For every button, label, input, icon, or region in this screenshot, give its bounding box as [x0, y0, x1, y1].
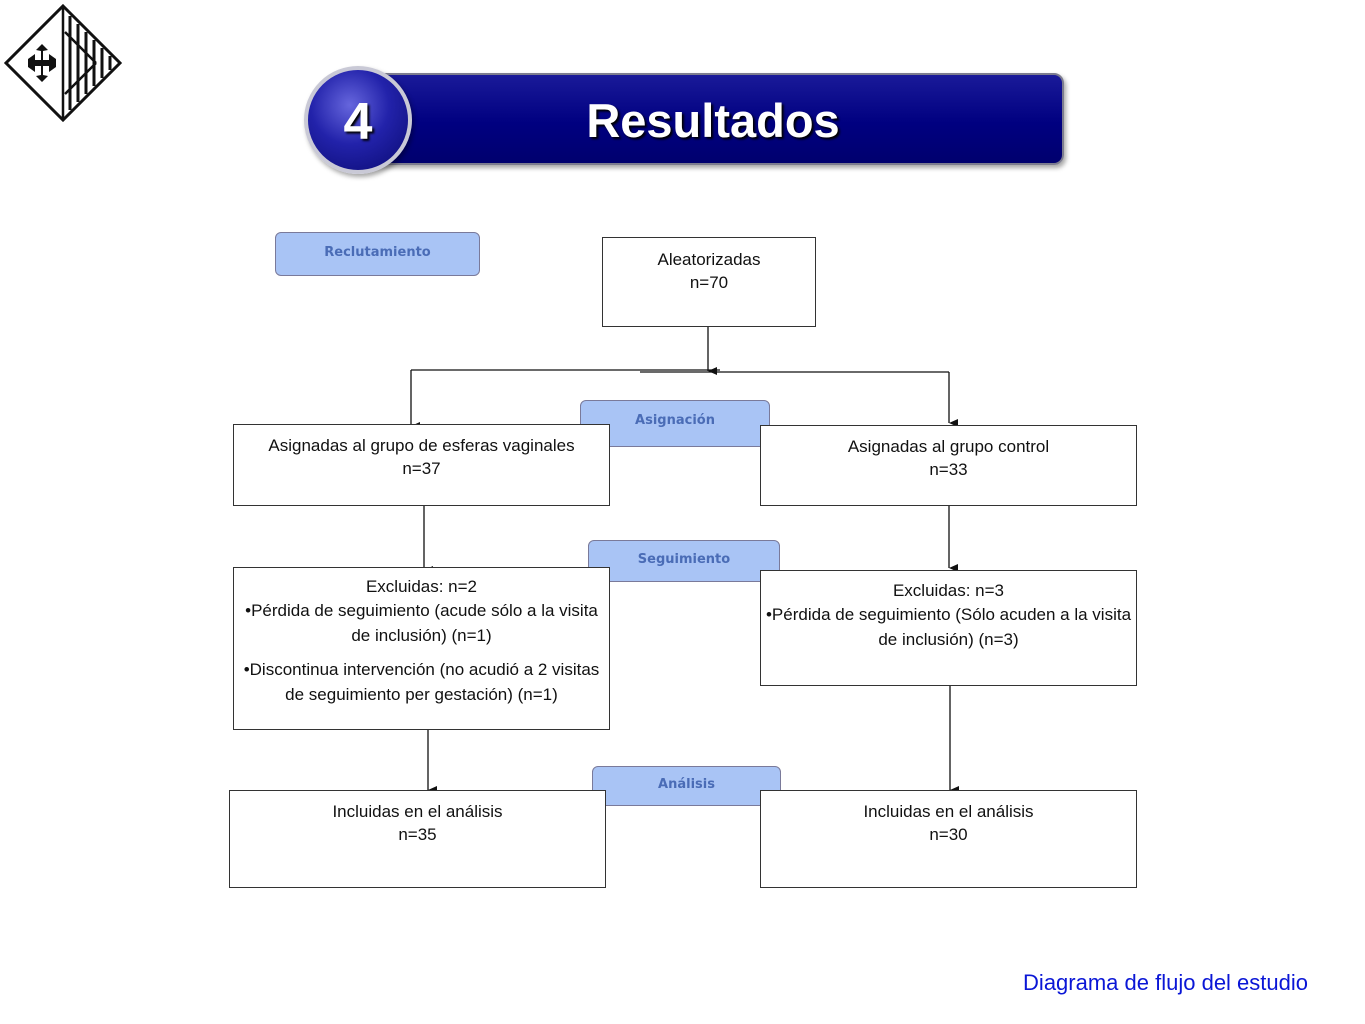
followup-left-item: •Discontinua intervención (no acudió a 2… [243, 660, 600, 704]
followup-right-label: Excluidas: n=3 [892, 581, 1005, 600]
randomized-label: Aleatorizadas [657, 250, 761, 269]
section-banner: Resultados [362, 73, 1064, 165]
section-number: 4 [343, 93, 373, 151]
analysis-left-count: n=35 [398, 825, 437, 844]
followup-left-item: •Pérdida de seguimiento (acude sólo a la… [245, 601, 598, 645]
barcelona-shield-icon [4, 4, 122, 122]
analysis-left-label: Incluidas en el análisis [332, 802, 503, 821]
allocation-right-count: n=33 [929, 460, 968, 479]
followup-box-right: Excluidas: n=3 •Pérdida de seguimiento (… [760, 570, 1137, 686]
analysis-box-left: Incluidas en el análisis n=35 [229, 790, 606, 888]
stage-label-follow-up: Seguimiento [588, 540, 780, 582]
allocation-left-count: n=37 [402, 459, 441, 478]
stage-label-analysis: Análisis [592, 766, 781, 806]
diagram-caption: Diagrama de flujo del estudio [1023, 970, 1308, 995]
analysis-right-count: n=30 [929, 825, 968, 844]
followup-box-left: Excluidas: n=2 •Pérdida de seguimiento (… [233, 567, 610, 730]
analysis-right-label: Incluidas en el análisis [863, 802, 1034, 821]
allocation-right-label: Asignadas al grupo control [847, 437, 1050, 456]
stage-label-recruitment: Reclutamiento [275, 232, 480, 276]
followup-right-item: •Pérdida de seguimiento (Sólo acuden a l… [765, 605, 1132, 649]
page-title: Resultados [586, 94, 840, 147]
randomized-box: Aleatorizadas n=70 [602, 237, 816, 327]
allocation-box-right: Asignadas al grupo control n=33 [760, 425, 1137, 506]
followup-left-label: Excluidas: n=2 [365, 577, 478, 596]
analysis-box-right: Incluidas en el análisis n=30 [760, 790, 1137, 888]
randomized-count: n=70 [689, 273, 729, 292]
section-number-badge: 4 [304, 66, 412, 174]
allocation-left-label: Asignadas al grupo de esferas vaginales [268, 436, 575, 455]
stage-label-allocation: Asignación [580, 400, 770, 447]
allocation-box-left: Asignadas al grupo de esferas vaginales … [233, 424, 610, 506]
